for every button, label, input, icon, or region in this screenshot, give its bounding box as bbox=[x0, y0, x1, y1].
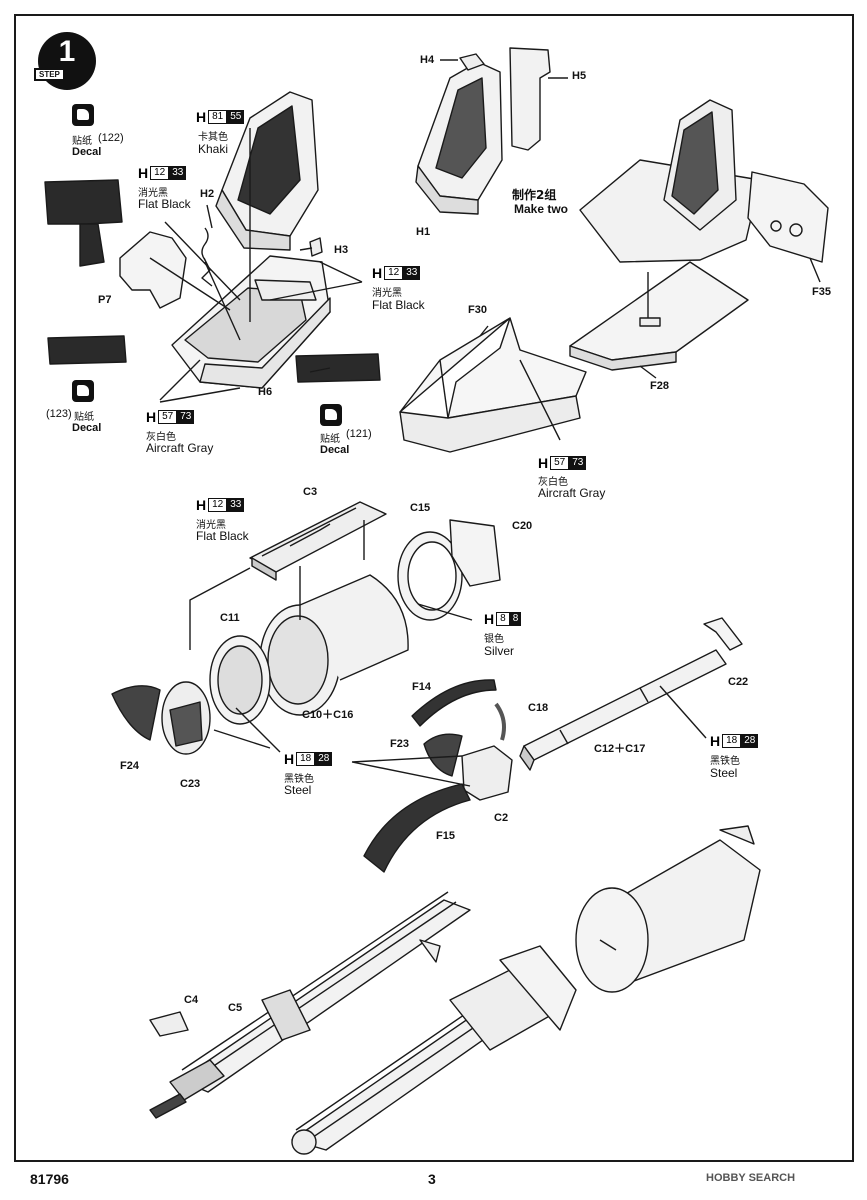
gun-assembly-right-drawing bbox=[291, 825, 761, 1155]
paint-flat-black-en: Flat Black bbox=[138, 197, 191, 211]
paint-steel-cn: 黑铁色 bbox=[284, 774, 314, 785]
gun-assembly-left-drawing bbox=[149, 891, 471, 1119]
decal-icon bbox=[320, 404, 342, 426]
paint-callout-flat-black: H 12 33 bbox=[138, 165, 187, 181]
paint-callout-steel: H 18 28 bbox=[710, 733, 759, 749]
paint-silver-en: Silver bbox=[484, 644, 515, 658]
paint-callout-flat-black: H 12 33 bbox=[372, 265, 421, 281]
watermark: HOBBY SEARCH bbox=[706, 1172, 796, 1184]
part-label-p7: P7 bbox=[98, 294, 112, 306]
paint-flat-black-cn: 消光黑 bbox=[138, 188, 168, 199]
decal-icon bbox=[72, 104, 94, 126]
decal-123-cn: 贴纸 bbox=[74, 412, 94, 423]
paint-aircraft-gray-cn: 灰白色 bbox=[538, 477, 568, 488]
paint-flat-black-en: Flat Black bbox=[196, 529, 249, 543]
paint-silver-cn: 银色 bbox=[484, 634, 504, 645]
paint-aircraft-gray-en: Aircraft Gray bbox=[538, 486, 606, 500]
decal-icon bbox=[72, 380, 94, 402]
decal-121-cn: 贴纸 bbox=[320, 434, 340, 445]
part-label-f24: F24 bbox=[120, 760, 139, 772]
paint-callout-steel: H 18 28 bbox=[284, 751, 333, 767]
part-label-c18: C18 bbox=[528, 702, 549, 714]
cockpit-tub-drawing bbox=[44, 91, 381, 403]
decal-123-en: Decal bbox=[72, 422, 102, 434]
part-label-h1: H1 bbox=[416, 226, 431, 238]
part-label-c12-c17: C12＋C17 bbox=[594, 743, 646, 755]
decal-122-en: Decal bbox=[72, 146, 102, 158]
decal-121-num: (121) bbox=[346, 428, 372, 440]
product-code: 81796 bbox=[30, 1171, 69, 1187]
decal-121-en: Decal bbox=[320, 444, 350, 456]
part-label-c22: C22 bbox=[728, 676, 749, 688]
paint-callout-khaki: H 81 55 bbox=[196, 109, 245, 125]
make-two-en: Make two bbox=[514, 202, 569, 216]
paint-callout-aircraft-gray: H 57 73 bbox=[538, 455, 587, 471]
part-label-f15: F15 bbox=[436, 830, 455, 842]
part-label-c3: C3 bbox=[303, 486, 318, 498]
part-label-h3: H3 bbox=[334, 244, 349, 256]
part-label-f23: F23 bbox=[390, 738, 409, 750]
part-label-c2: C2 bbox=[494, 812, 509, 824]
page-frame bbox=[14, 14, 854, 1162]
part-label-f14: F14 bbox=[412, 681, 431, 693]
barrel-drawing bbox=[519, 617, 743, 771]
decal-122-cn: 贴纸 bbox=[72, 136, 92, 147]
make-two-cn: 制作2组 bbox=[512, 188, 557, 202]
part-label-c11: C11 bbox=[220, 612, 240, 624]
paint-khaki-cn: 卡其色 bbox=[198, 132, 228, 143]
paint-callout-silver: H 8 8 bbox=[484, 611, 522, 627]
part-label-h6: H6 bbox=[258, 386, 273, 398]
step-number: 1 bbox=[58, 35, 76, 68]
part-label-c4: C4 bbox=[184, 994, 199, 1006]
decal-122-num: (122) bbox=[98, 132, 124, 144]
page-number: 3 bbox=[428, 1171, 436, 1187]
paint-aircraft-gray-en: Aircraft Gray bbox=[146, 441, 214, 455]
assembled-cockpit-drawing bbox=[569, 99, 829, 379]
paint-callout-aircraft-gray: H 57 73 bbox=[146, 409, 195, 425]
gun-drum-drawing bbox=[111, 501, 501, 755]
paint-flat-black-cn: 消光黑 bbox=[196, 520, 226, 531]
part-label-h2: H2 bbox=[200, 188, 215, 200]
step-badge: 1 STEP bbox=[34, 32, 96, 90]
ejection-seat-drawing bbox=[415, 47, 568, 215]
paint-aircraft-gray-cn: 灰白色 bbox=[146, 432, 176, 443]
paint-flat-black-cn: 消光黑 bbox=[372, 288, 402, 299]
paint-steel-cn: 黑铁色 bbox=[710, 756, 740, 767]
canopy-frame-drawing bbox=[399, 317, 587, 453]
part-label-f30: F30 bbox=[468, 304, 487, 316]
step-word: STEP bbox=[34, 68, 65, 81]
paint-khaki-en: Khaki bbox=[198, 142, 229, 156]
part-label-c23: C23 bbox=[180, 778, 201, 790]
paint-steel-en: Steel bbox=[710, 766, 738, 780]
paint-steel-en: Steel bbox=[284, 783, 312, 797]
part-label-f28: F28 bbox=[650, 380, 669, 392]
part-label-c5: C5 bbox=[228, 1002, 243, 1014]
paint-flat-black-en: Flat Black bbox=[372, 298, 425, 312]
part-label-c20: C20 bbox=[512, 520, 533, 532]
feed-chute-drawing bbox=[351, 679, 513, 873]
part-label-c15: C15 bbox=[410, 502, 431, 514]
decal-123-num: (123) bbox=[46, 408, 72, 420]
part-label-h4: H4 bbox=[420, 54, 435, 66]
part-label-f35: F35 bbox=[812, 286, 831, 298]
paint-callout-flat-black: H 12 33 bbox=[196, 497, 245, 513]
part-label-h5: H5 bbox=[572, 70, 587, 82]
part-label-c10-c16: C10＋C16 bbox=[302, 709, 354, 721]
